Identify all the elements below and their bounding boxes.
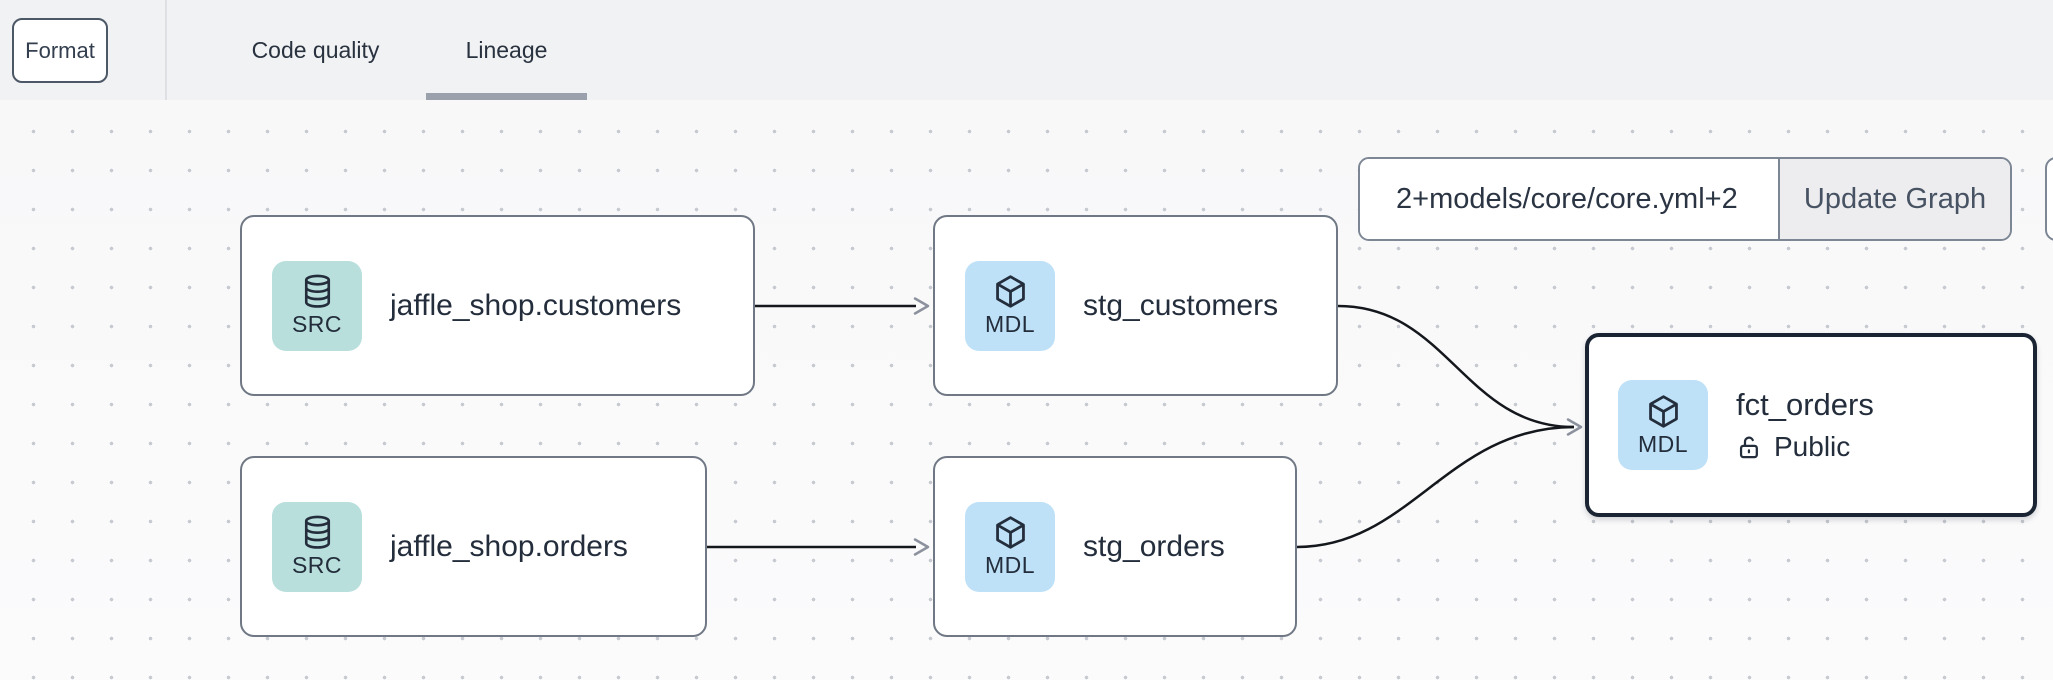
database-icon — [304, 274, 330, 308]
right-edge-partial-button[interactable] — [2045, 157, 2053, 241]
node-type-badge: MDL — [1618, 380, 1708, 470]
node-access-label: Public — [1774, 431, 1851, 462]
cube-icon — [995, 275, 1025, 308]
database-icon — [304, 515, 330, 549]
lineage-selector-input[interactable] — [1360, 159, 1780, 239]
node-type-badge: MDL — [965, 260, 1055, 351]
graph-node-stg_orders[interactable]: MDL stg_orders — [933, 456, 1297, 637]
node-type-badge: SRC — [272, 501, 362, 592]
toolbar-divider — [165, 0, 167, 100]
format-button[interactable]: Format — [12, 18, 108, 83]
node-type-label: SRC — [291, 552, 343, 578]
node-label: fct_orders — [1736, 387, 1874, 422]
graph-node-jaffle_shop_customers[interactable]: SRC jaffle_shop.customers — [240, 215, 755, 396]
unlock-icon — [1739, 436, 1758, 458]
lineage-selector-group: Update Graph — [1358, 157, 2012, 241]
node-label: stg_orders — [1083, 529, 1225, 563]
node-type-label: SRC — [291, 311, 343, 337]
node-type-badge: SRC — [272, 260, 362, 351]
node-type-badge: MDL — [965, 501, 1055, 592]
node-access-badge: Public — [1736, 431, 1874, 463]
cube-icon — [1648, 394, 1678, 428]
node-label: jaffle_shop.orders — [390, 529, 628, 563]
graph-node-stg_customers[interactable]: MDL stg_customers — [933, 215, 1338, 396]
cube-icon — [995, 516, 1025, 549]
node-type-label: MDL — [1637, 430, 1689, 457]
node-label: stg_customers — [1083, 288, 1279, 322]
active-tab-underline — [426, 93, 587, 100]
node-type-label: MDL — [984, 311, 1036, 337]
node-label: jaffle_shop.customers — [390, 288, 682, 322]
update-graph-button[interactable]: Update Graph — [1780, 159, 2010, 239]
node-type-label: MDL — [984, 552, 1036, 578]
tab-code-quality[interactable]: Code quality — [251, 36, 380, 63]
tab-lineage[interactable]: Lineage — [465, 36, 548, 63]
toolbar: Format Code quality Lineage — [0, 0, 2053, 100]
graph-node-jaffle_shop_orders[interactable]: SRC jaffle_shop.orders — [240, 456, 707, 637]
